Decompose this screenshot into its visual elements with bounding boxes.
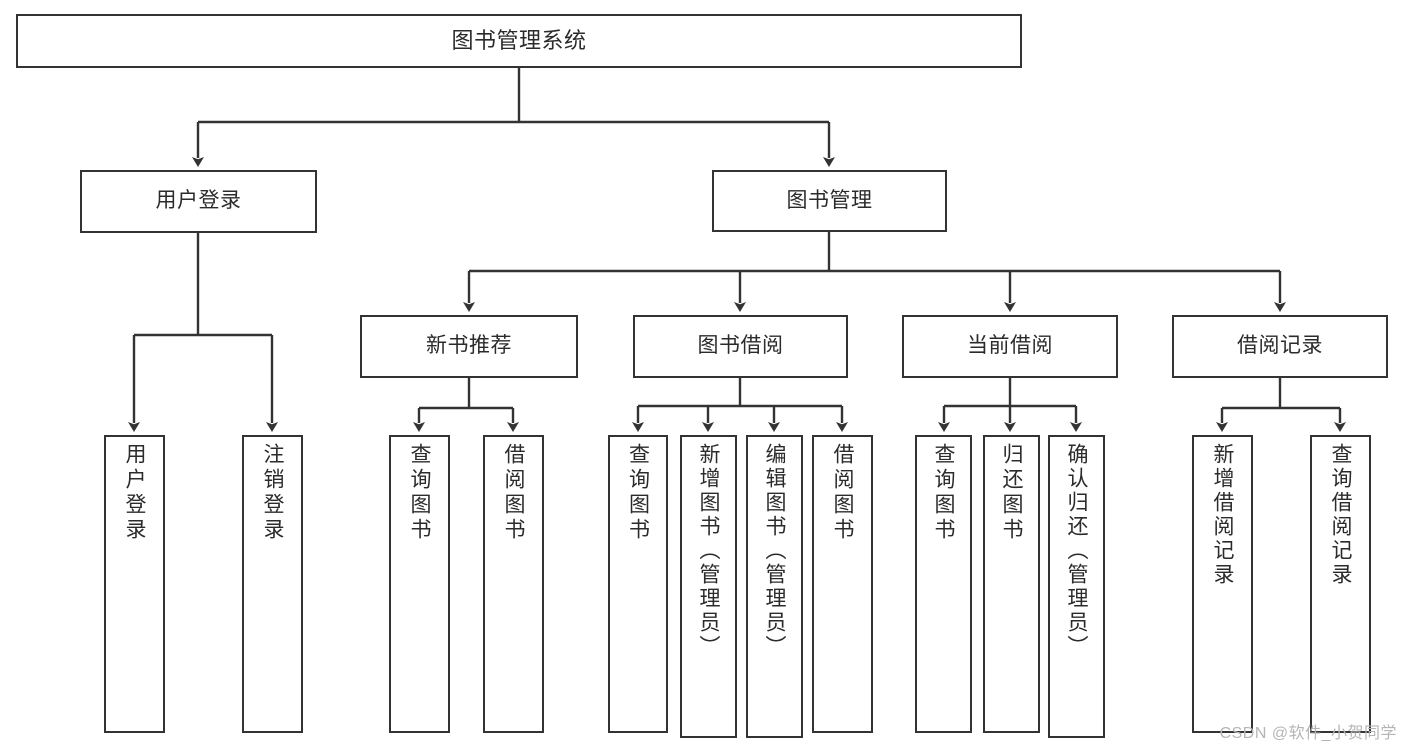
node-new-book-recommend[interactable]: 新书推荐 — [360, 315, 578, 378]
leaf-edit-book-admin[interactable]: 编辑图书（管理员） — [746, 435, 803, 738]
node-borrow-records[interactable]: 借阅记录 — [1172, 315, 1388, 378]
node-label: 新增借阅记录 — [1211, 443, 1234, 587]
node-label: 借阅图书 — [831, 443, 854, 543]
node-current-borrow[interactable]: 当前借阅 — [902, 315, 1118, 378]
node-label: 图书借阅 — [697, 334, 784, 358]
leaf-add-book-admin[interactable]: 新增图书（管理员） — [680, 435, 737, 738]
node-label: 借阅图书 — [502, 443, 525, 543]
leaf-query-book-recommend[interactable]: 查询图书 — [389, 435, 450, 733]
node-label: 归还图书 — [1000, 443, 1023, 543]
leaf-return-book[interactable]: 归还图书 — [983, 435, 1040, 733]
node-label: 确认归还（管理员） — [1065, 443, 1088, 659]
leaf-query-book-borrow[interactable]: 查询图书 — [608, 435, 668, 733]
node-label: 图书管理 — [786, 188, 873, 212]
node-label: 图书管理系统 — [451, 28, 587, 54]
leaf-borrow-book-recommend[interactable]: 借阅图书 — [483, 435, 544, 733]
node-user-login[interactable]: 用户登录 — [80, 170, 317, 233]
node-label: 借阅记录 — [1237, 334, 1323, 358]
leaf-add-borrow-record[interactable]: 新增借阅记录 — [1192, 435, 1253, 733]
node-label: 当前借阅 — [967, 334, 1053, 358]
leaf-logout[interactable]: 注销登录 — [242, 435, 303, 733]
leaf-query-book-current[interactable]: 查询图书 — [915, 435, 972, 733]
leaf-borrow-book[interactable]: 借阅图书 — [812, 435, 873, 733]
leaf-confirm-return-admin[interactable]: 确认归还（管理员） — [1048, 435, 1105, 738]
node-label: 新书推荐 — [426, 334, 512, 358]
node-label: 查询图书 — [626, 443, 650, 543]
node-label: 用户登录 — [155, 189, 242, 213]
node-book-borrow[interactable]: 图书借阅 — [633, 315, 848, 378]
node-label: 查询图书 — [932, 443, 955, 543]
watermark: CSDN @软件_小贺同学 — [1219, 725, 1397, 742]
leaf-query-borrow-record[interactable]: 查询借阅记录 — [1310, 435, 1371, 733]
node-label: 用户登录 — [123, 443, 146, 543]
node-label: 注销登录 — [261, 443, 284, 543]
node-label: 查询图书 — [408, 443, 431, 543]
leaf-user-login[interactable]: 用户登录 — [104, 435, 165, 733]
node-label: 编辑图书（管理员） — [763, 443, 786, 659]
node-label: 新增图书（管理员） — [697, 443, 720, 659]
node-book-management[interactable]: 图书管理 — [712, 170, 947, 232]
node-label: 查询借阅记录 — [1329, 443, 1352, 587]
node-root-system[interactable]: 图书管理系统 — [16, 14, 1022, 68]
